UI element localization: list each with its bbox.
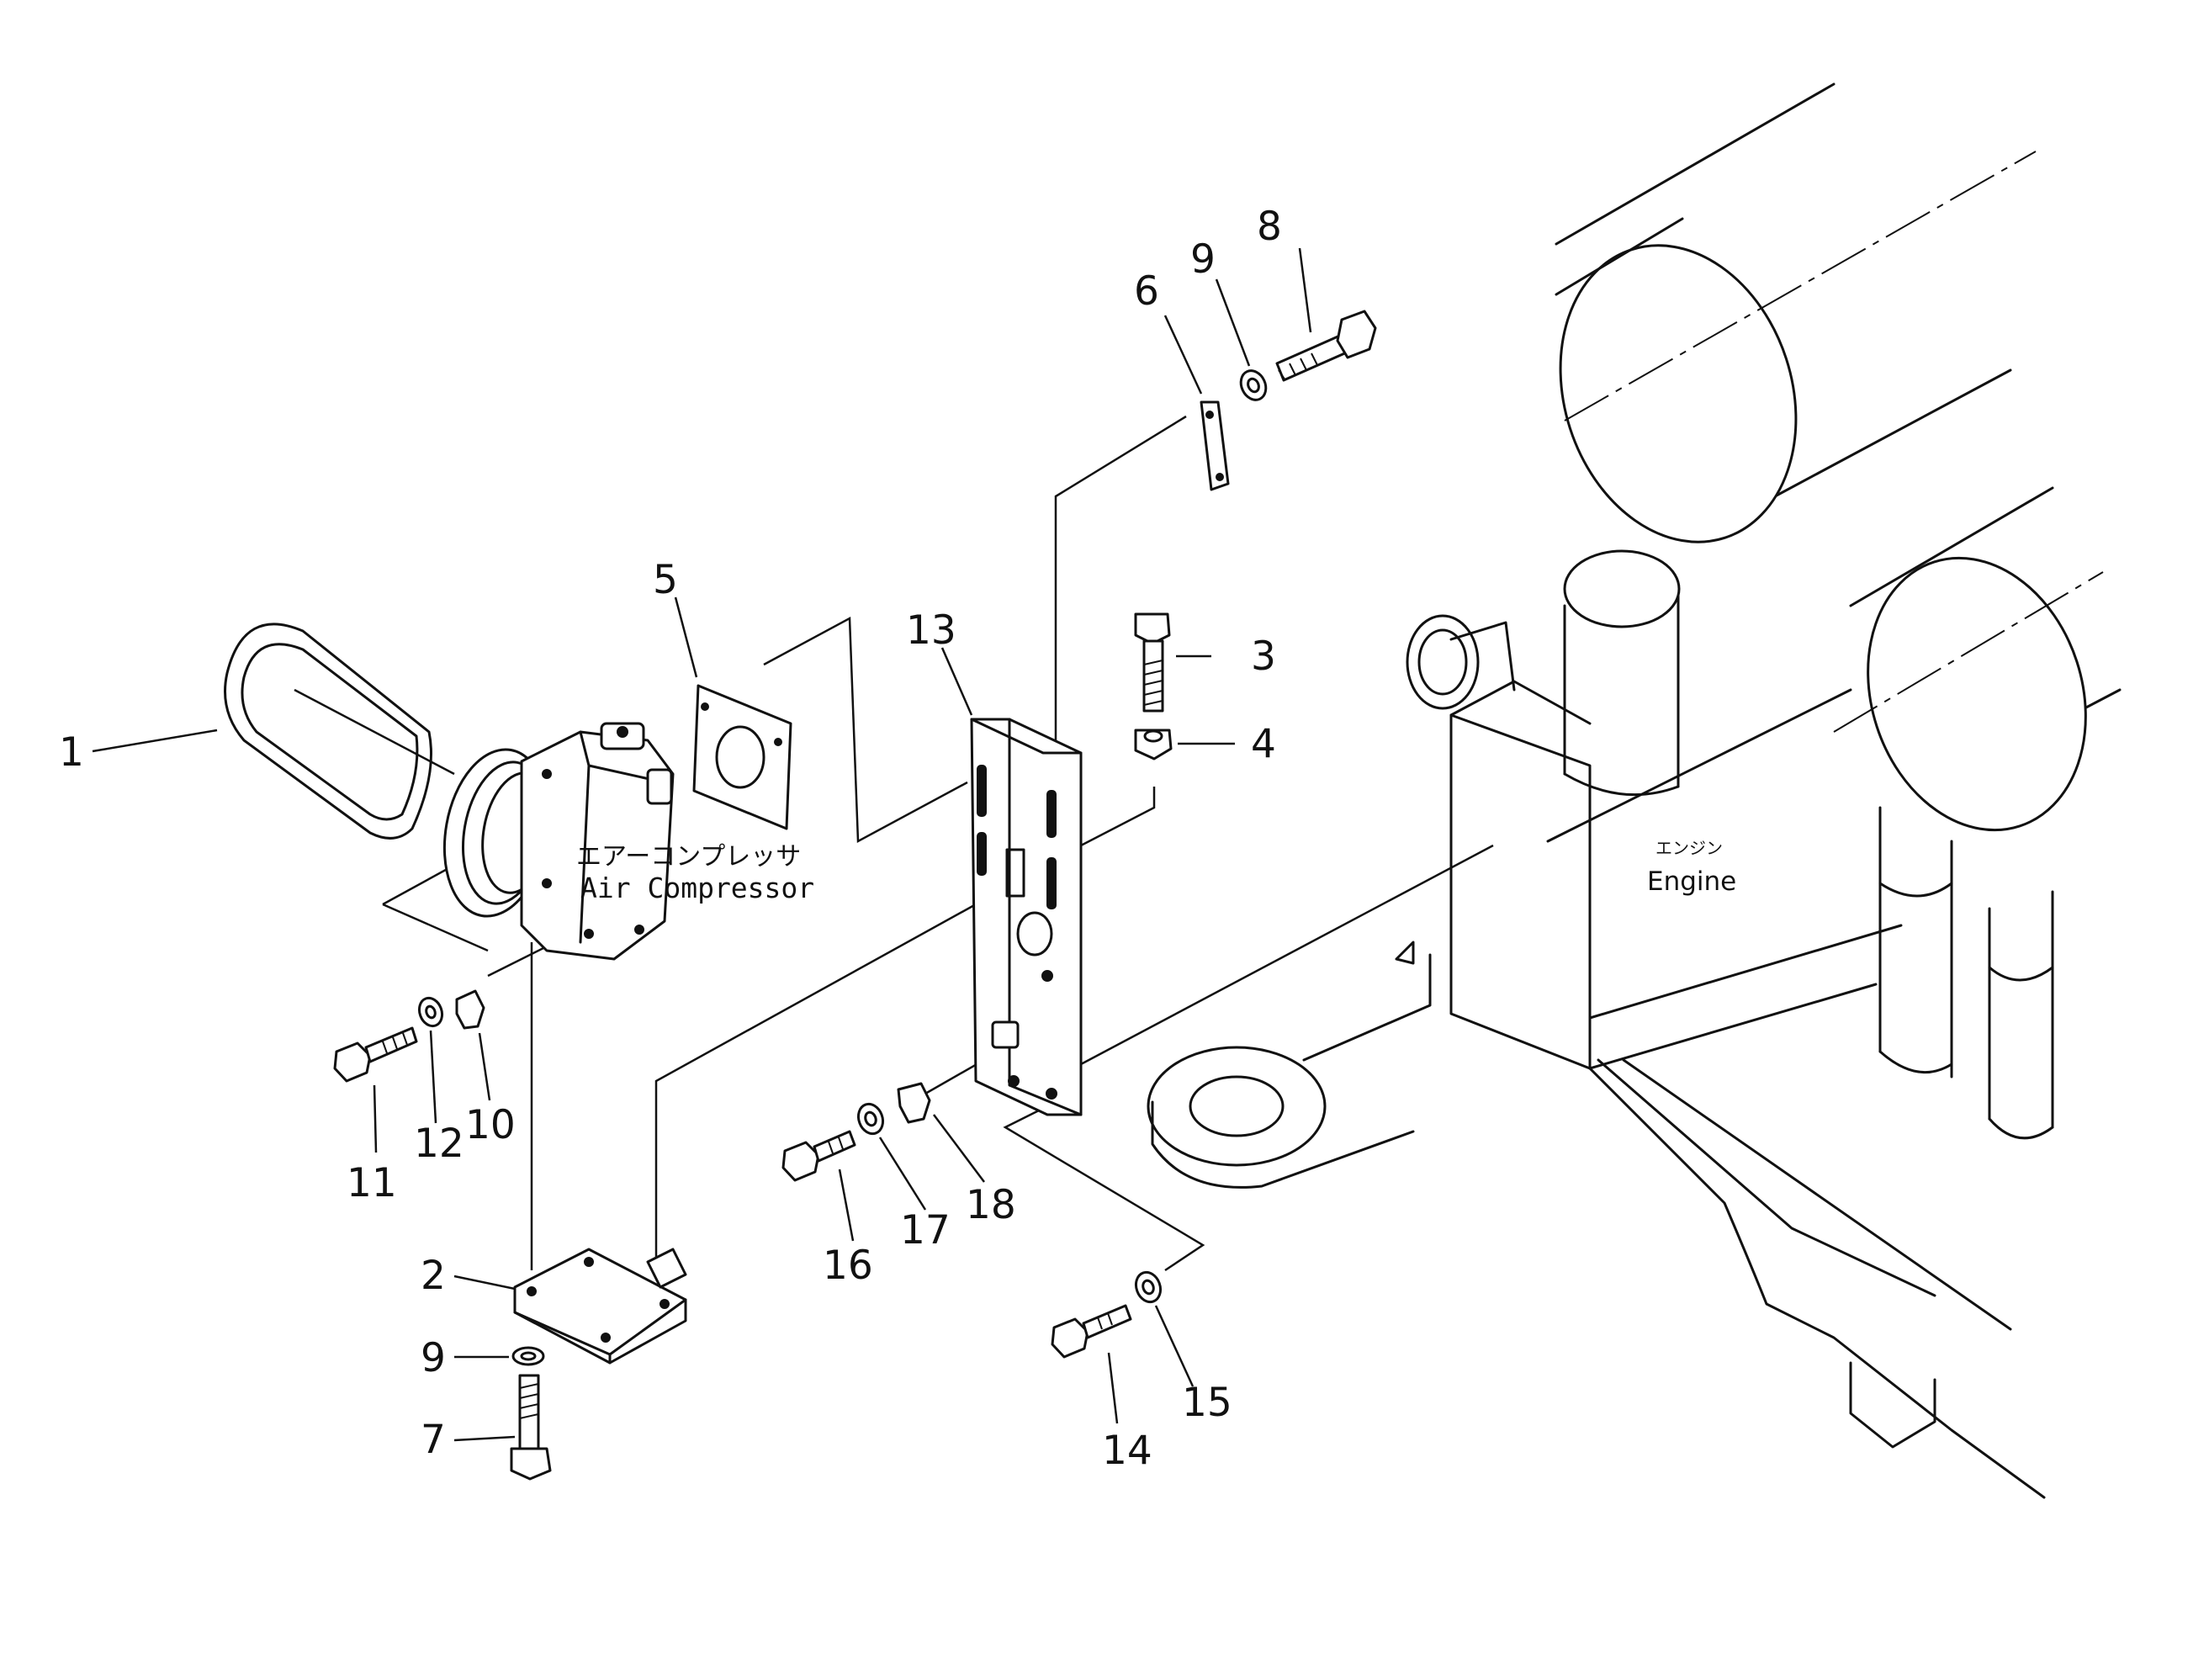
washer-top — [1239, 369, 1268, 401]
callout-11: 11 — [347, 1160, 397, 1206]
air-compressor-label-jp: エアーコンプレッサ — [576, 842, 801, 872]
bolt-7 — [510, 1374, 552, 1481]
component-labels: エアーコンプレッサ Air Compressor エンジン Engine — [576, 838, 1736, 904]
callout-numbers: 1 2 3 4 5 6 7 8 9 9 10 11 12 13 14 15 16… — [59, 204, 1282, 1474]
mounting-bracket — [970, 718, 1083, 1116]
clip-18 — [897, 1082, 931, 1124]
callout-18: 18 — [966, 1182, 1016, 1228]
callout-6: 6 — [1134, 268, 1159, 315]
callout-9-bottom: 9 — [421, 1335, 446, 1381]
air-compressor — [442, 722, 675, 961]
callout-3: 3 — [1251, 633, 1276, 680]
callout-17: 17 — [900, 1207, 951, 1253]
bolt-11 — [333, 1026, 418, 1083]
bolt-16 — [781, 1130, 856, 1182]
small-plate — [1200, 400, 1230, 491]
engine-label-en: Engine — [1647, 866, 1736, 897]
callout-12: 12 — [414, 1121, 464, 1167]
callout-16: 16 — [823, 1243, 873, 1289]
callout-5: 5 — [653, 557, 678, 603]
callout-2: 2 — [421, 1253, 446, 1299]
bolt-3 — [1134, 612, 1171, 713]
base-plate — [513, 1248, 687, 1365]
leader-lines — [92, 247, 1312, 1442]
washer-17 — [856, 1102, 885, 1136]
gasket-plate — [692, 684, 792, 830]
v-belt — [224, 623, 432, 840]
nut-4 — [1134, 729, 1173, 761]
engine-label-jp: エンジン — [1655, 838, 1723, 858]
bolt-14 — [1051, 1304, 1132, 1359]
callout-15: 15 — [1182, 1380, 1232, 1426]
callout-1: 1 — [59, 729, 84, 776]
callout-14: 14 — [1102, 1428, 1152, 1474]
callout-9-top: 9 — [1190, 236, 1216, 283]
callout-8: 8 — [1257, 204, 1282, 250]
clip-10 — [455, 989, 485, 1030]
callout-4: 4 — [1251, 721, 1276, 767]
bolt-8 — [1275, 310, 1377, 382]
washer-bottom — [511, 1346, 545, 1366]
callout-7: 7 — [421, 1417, 446, 1463]
washer-12 — [417, 996, 444, 1028]
engine-block — [1147, 82, 2122, 1499]
air-compressor-label-en: Air Compressor — [580, 872, 814, 904]
callout-13: 13 — [906, 607, 956, 654]
callout-10: 10 — [465, 1102, 516, 1148]
washer-15 — [1134, 1270, 1163, 1304]
